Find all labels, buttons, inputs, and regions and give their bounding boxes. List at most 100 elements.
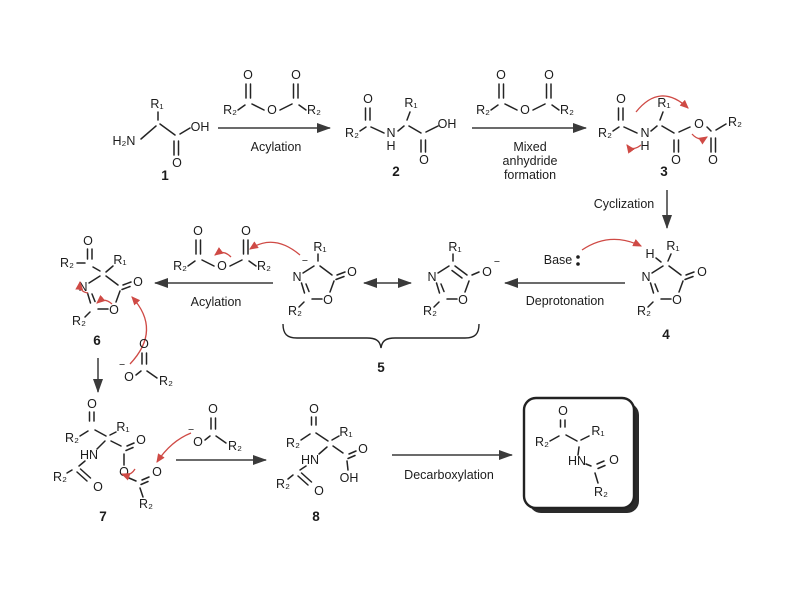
atom-label-o: O bbox=[152, 465, 162, 479]
curved-arrow-carbanion-to-anhydride bbox=[249, 241, 301, 256]
atom-label-r1: R₁ bbox=[313, 240, 326, 254]
atom-label-oh: OH bbox=[438, 117, 457, 131]
structure-number-7: 7 bbox=[99, 509, 107, 524]
charge-minus: − bbox=[302, 255, 308, 267]
atom-label-o: O bbox=[93, 480, 103, 494]
step-label-deprotonation: Deprotonation bbox=[526, 294, 605, 308]
reaction-arrow-acylation-2: Acylation bbox=[154, 278, 273, 309]
atom-label-r2: R₂ bbox=[288, 304, 302, 318]
atom-label-r1: R₁ bbox=[113, 253, 126, 267]
step-label-mixed-1: Mixed bbox=[513, 140, 546, 154]
atom-label-o: O bbox=[558, 404, 568, 418]
structure-number-3: 3 bbox=[660, 164, 668, 179]
atom-label-r2: R₂ bbox=[535, 435, 549, 449]
atom-label-o: O bbox=[109, 303, 119, 317]
atom-label-n: N bbox=[640, 126, 649, 140]
charge-minus: − bbox=[494, 256, 500, 268]
atom-label-r2: R₂ bbox=[53, 470, 67, 484]
atom-label-h: H bbox=[640, 139, 649, 153]
atom-label-o: O bbox=[358, 442, 368, 456]
step-label-mixed-3: formation bbox=[504, 168, 556, 182]
structure-8-keto-acid: O R₂ R₁ HN O OH R₂ O 8 bbox=[276, 402, 368, 524]
atom-label-n: N bbox=[427, 270, 436, 284]
reagent-anhydride-3 bbox=[172, 223, 272, 274]
structure-product-acylamino-ketone: O R₂ R₁ HN O R₂ bbox=[535, 404, 619, 499]
atom-label-o: O bbox=[133, 275, 143, 289]
atom-label-n: N bbox=[386, 126, 395, 140]
atom-label-o: O bbox=[697, 265, 707, 279]
atom-label-r1: R₁ bbox=[116, 420, 129, 434]
curved-arrow-carboxylate-to-7 bbox=[156, 432, 192, 463]
atom-label-hn: HN bbox=[80, 448, 98, 462]
base-reagent: Base bbox=[544, 238, 643, 267]
atom-label-r2: R₂ bbox=[276, 477, 290, 491]
structure-3-mixed-anhydride: R₂ O N H R₁ O O O R₂ 3 bbox=[598, 92, 742, 179]
atom-label-r2: R₂ bbox=[286, 436, 300, 450]
curved-arrow-acetate-to-6 bbox=[129, 296, 148, 365]
atom-label-hn: HN bbox=[301, 453, 319, 467]
atom-label-r2: R₂ bbox=[139, 497, 153, 511]
reaction-arrow-cyclization: Cyclization bbox=[594, 190, 672, 229]
atom-label-r1: R₁ bbox=[666, 239, 679, 253]
reagent-anhydride-1 bbox=[222, 67, 322, 118]
atom-label-o: O bbox=[672, 293, 682, 307]
reaction-arrow-mixed-anhydride: Mixed anhydride formation bbox=[472, 123, 587, 182]
reagent-carboxylate-2 bbox=[187, 401, 243, 454]
atom-label-o: O bbox=[314, 484, 324, 498]
atom-label-r1: R₁ bbox=[657, 96, 670, 110]
atom-label-o: O bbox=[323, 293, 333, 307]
atom-label-oh: OH bbox=[340, 471, 359, 485]
atom-label-n: N bbox=[292, 270, 301, 284]
structure-number-8: 8 bbox=[312, 509, 320, 524]
atom-label-o: O bbox=[708, 153, 718, 167]
atom-label-o: O bbox=[482, 265, 492, 279]
curved-arrow-6-ring-o bbox=[96, 294, 113, 305]
atom-label-o: O bbox=[671, 153, 681, 167]
atom-label-r2: R₂ bbox=[637, 304, 651, 318]
curved-arrow-3-cyclization bbox=[635, 95, 689, 113]
atom-label-o: O bbox=[309, 402, 319, 416]
curved-arrow-anhydride-cleavage bbox=[214, 247, 232, 258]
atom-label-h: H bbox=[386, 139, 395, 153]
structure-number-4: 4 bbox=[662, 327, 670, 342]
structure-number-2: 2 bbox=[392, 164, 400, 179]
atom-label-o: O bbox=[172, 156, 182, 170]
atom-label-o: O bbox=[694, 117, 704, 131]
atom-label-o: O bbox=[83, 234, 93, 248]
curved-arrow-6-to-n bbox=[75, 280, 89, 294]
atom-label-o: O bbox=[419, 153, 429, 167]
atom-label-h2n: H₂N bbox=[113, 134, 136, 148]
product-box: O R₂ R₁ HN O R₂ bbox=[522, 396, 639, 513]
atom-label-o: O bbox=[136, 433, 146, 447]
step-label-base: Base bbox=[544, 253, 573, 267]
atom-label-r2: R₂ bbox=[594, 485, 608, 499]
brace-structure-5 bbox=[282, 323, 480, 349]
curved-arrow-3-ester bbox=[691, 133, 708, 145]
reaction-arrow-decarboxylation: Decarboxylation bbox=[392, 450, 513, 482]
atom-label-hn: HN bbox=[568, 454, 586, 468]
reagent-anhydride-2 bbox=[475, 67, 575, 118]
atom-label-o: O bbox=[347, 265, 357, 279]
structure-number-1: 1 bbox=[161, 168, 169, 183]
atom-label-r2: R₂ bbox=[423, 304, 437, 318]
atom-label-o: O bbox=[87, 397, 97, 411]
atom-label-r1: R₁ bbox=[150, 97, 163, 111]
step-label-decarboxylation: Decarboxylation bbox=[404, 468, 494, 482]
atom-label-r1: R₁ bbox=[448, 240, 461, 254]
atom-label-r2: R₂ bbox=[72, 314, 86, 328]
atom-label-r2: R₂ bbox=[728, 115, 742, 129]
reagent-carboxylate-1 bbox=[118, 336, 174, 389]
structure-number-5: 5 bbox=[377, 360, 385, 375]
atom-label-r1: R₁ bbox=[339, 425, 352, 439]
structure-5-enolate-resonance: R₁ N O R₂ O − bbox=[423, 240, 500, 318]
structure-5-carbanion-resonance: R₁ − N O R₂ O bbox=[288, 240, 357, 318]
structure-4-oxazolone: H R₁ N O R₂ O 4 bbox=[637, 239, 707, 342]
reaction-arrow-deprotonation: Deprotonation bbox=[504, 278, 625, 308]
structure-7-acyl-anhydride: O R₂ R₁ HN O R₂ O O O R₂ 7 bbox=[53, 397, 192, 524]
atom-label-oh: OH bbox=[191, 120, 210, 134]
atom-label-r2: R₂ bbox=[65, 431, 79, 445]
atom-label-r1: R₁ bbox=[591, 424, 604, 438]
atom-label-o: O bbox=[363, 92, 373, 106]
atom-label-o: O bbox=[119, 465, 129, 479]
